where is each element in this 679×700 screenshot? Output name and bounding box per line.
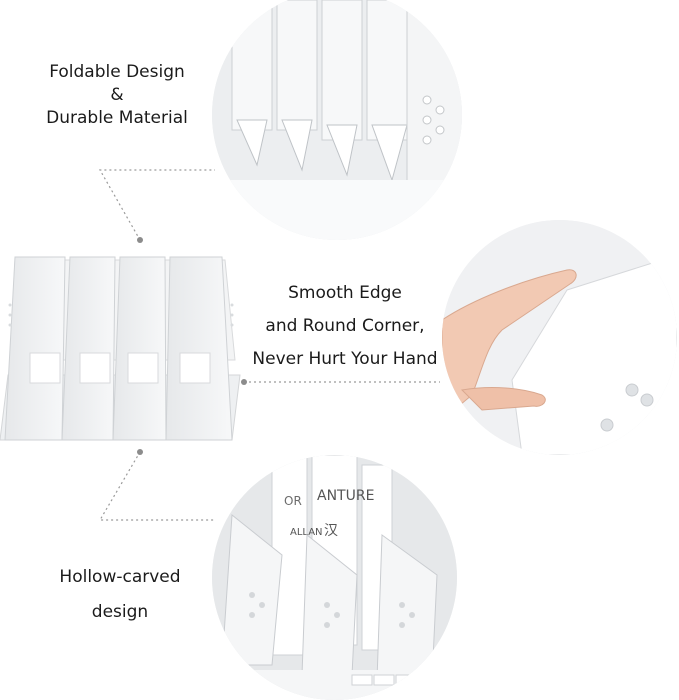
book-spine-text: ALLAN	[290, 527, 323, 538]
caption-line: Smooth Edge	[288, 283, 402, 303]
books-in-organizer-photo: OR ANTURE ALLAN 汉	[212, 455, 457, 700]
book-spine-text: 汉	[324, 523, 338, 539]
foldable-detail-circle	[212, 0, 462, 240]
caption-line: design	[91, 602, 149, 622]
feature-caption-smooth-edge: Smooth Edge and Round Corner, Never Hurt…	[240, 277, 450, 376]
caption-line: Never Hurt Your Hand	[252, 349, 438, 369]
caption-line: &	[110, 85, 124, 105]
caption-line: Durable Material	[46, 108, 188, 128]
book-spine-text: ANTURE	[317, 488, 374, 504]
finger-touching-edge-photo	[442, 220, 677, 455]
smooth-edge-detail-circle	[442, 220, 677, 455]
desk-organizer-image	[0, 256, 241, 441]
folding-dividers-photo	[212, 0, 462, 240]
feature-caption-foldable: Foldable Design & Durable Material	[22, 61, 212, 130]
hollow-carved-detail-circle: OR ANTURE ALLAN 汉	[212, 455, 457, 700]
caption-line: Hollow-carved	[59, 567, 181, 587]
feature-caption-hollow: Hollow-carved design	[30, 560, 210, 630]
caption-line: Foldable Design	[49, 62, 185, 82]
book-spine-text: OR	[284, 494, 302, 508]
caption-line: and Round Corner,	[265, 316, 425, 336]
